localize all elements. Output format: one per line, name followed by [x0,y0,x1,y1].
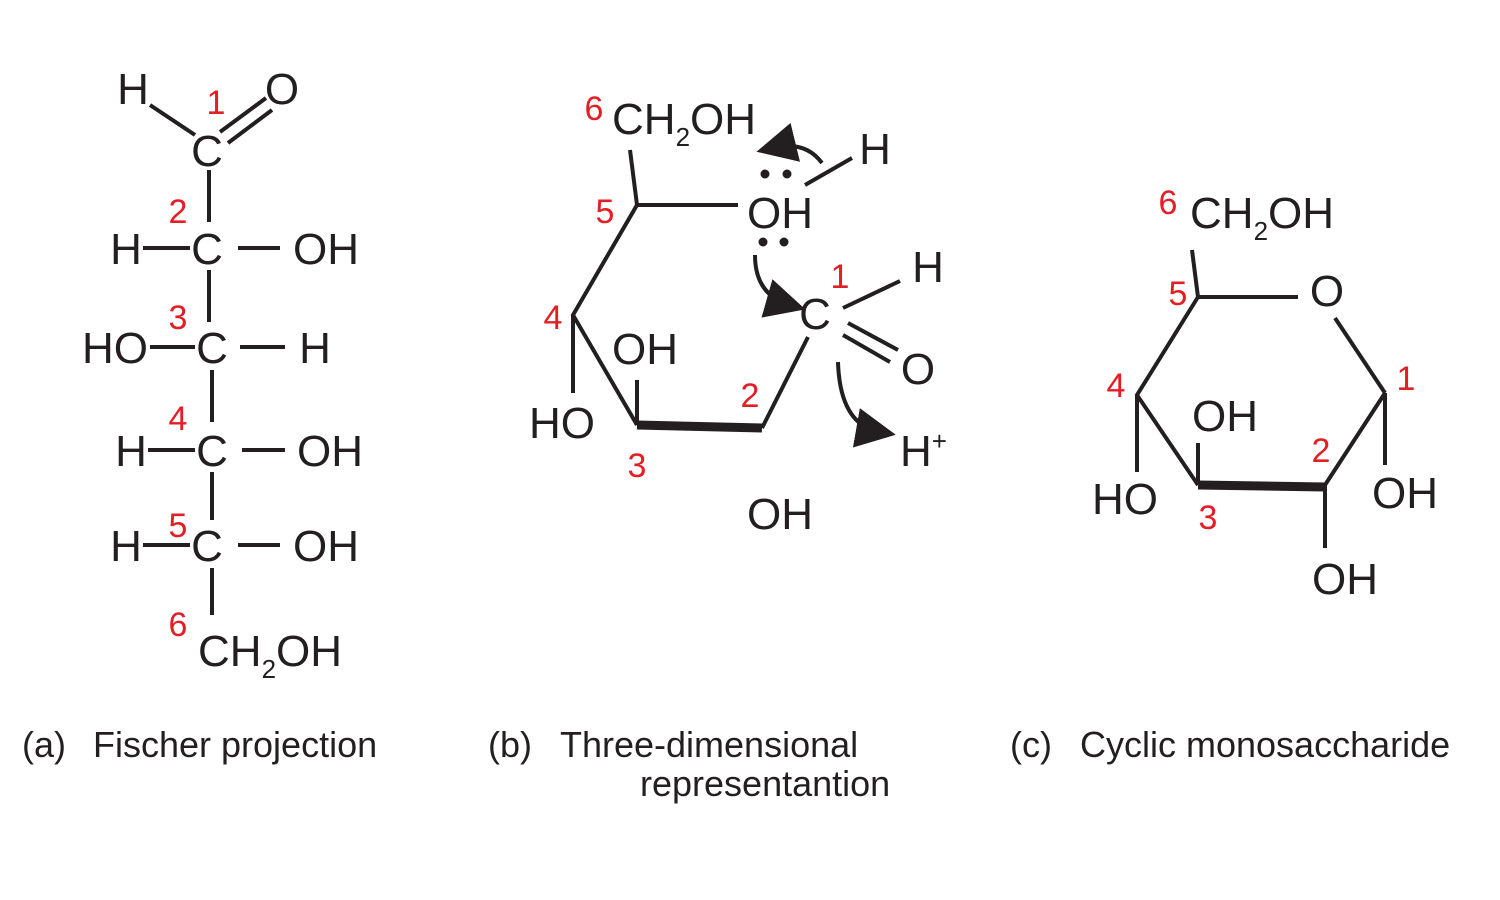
carbon-number: 4 [1107,367,1126,405]
atom-ch2oh: CH2OH [612,95,756,152]
atom-h: H [117,65,149,114]
carbon-number: 3 [628,447,647,485]
atom-ho: HO [1092,475,1158,524]
caption: Fischer projection [93,724,377,765]
ring-bonds [570,149,901,429]
atom-ho: HO [529,399,595,448]
atom-ho: HO [82,324,148,373]
three-dimensional-representation: CH2OH OH H OH HO C H O OH H+ 1 2 3 4 5 6… [488,90,947,804]
atom-ch2oh: CH2OH [198,627,342,684]
curved-arrow-icon [836,361,896,448]
carbon-number: 2 [741,377,760,415]
atom-ch2oh: CH2OH [1190,189,1334,246]
atom-c4: C [196,427,228,476]
atom-c2: C [191,225,223,274]
carbon-number: 3 [169,299,188,337]
atom-oh: OH [1192,392,1258,441]
atom-oh: OH [1312,555,1378,604]
atom-o: O [901,345,935,394]
ring-bonds [1134,249,1387,548]
carbon-number: 2 [169,193,188,231]
carbon-number: 5 [169,507,188,545]
caption-letter: (c) [1010,724,1052,765]
atom-c5: C [191,522,223,571]
atom-oh: OH [747,189,813,238]
caption-line1: Three-dimensional [560,724,858,765]
caption-letter: (b) [488,724,532,765]
carbon-number: 4 [169,400,188,438]
carbon-number: 1 [1397,360,1416,398]
atom-h: H [912,243,944,292]
atom-oh: OH [293,522,359,571]
caption-line2: representantion [640,763,890,804]
carbon-number: 1 [831,258,850,296]
carbon-number: 6 [585,90,604,128]
atom-h: H [115,427,147,476]
atom-h: H [110,522,142,571]
atom-c1: C [799,290,831,339]
atom-c1: C [191,127,223,176]
curved-arrow-icon [756,122,824,165]
atom-oh: OH [747,490,813,539]
atom-o: O [265,65,299,114]
fischer-projection: H O C H C OH HO C H H C OH H C OH CH2OH … [22,65,377,765]
carbon-number: 4 [544,299,563,337]
arrows [753,122,896,448]
carbon-number: 1 [207,84,226,122]
lone-pair-dots [758,169,792,247]
bold-bond [636,420,763,433]
fischer-bonds [143,96,285,615]
caption: Cyclic monosaccharide [1080,724,1450,765]
carbon-number: 5 [1169,275,1188,313]
curved-arrow-icon [753,254,806,318]
atom-oh: OH [1372,469,1438,518]
carbon-number: 6 [1159,184,1178,222]
atom-oh: OH [612,325,678,374]
bold-bond [1197,480,1326,492]
atom-h: H [299,324,331,373]
carbon-number: 5 [596,193,615,231]
atom-h: H [110,225,142,274]
caption-letter: (a) [22,724,66,765]
carbon-number: 3 [1199,499,1218,537]
atom-c3: C [196,324,228,373]
carbon-number: 2 [1312,432,1331,470]
cyclic-monosaccharide: CH2OH O HO OH OH OH 1 2 3 4 5 6 (c) Cycl… [1010,184,1450,765]
atom-oh: OH [293,225,359,274]
atom-h-plus: H+ [900,426,947,476]
atom-oh: OH [297,427,363,476]
atom-h: H [859,125,891,174]
atom-ring-o: O [1310,267,1344,316]
carbon-number: 6 [169,606,188,644]
